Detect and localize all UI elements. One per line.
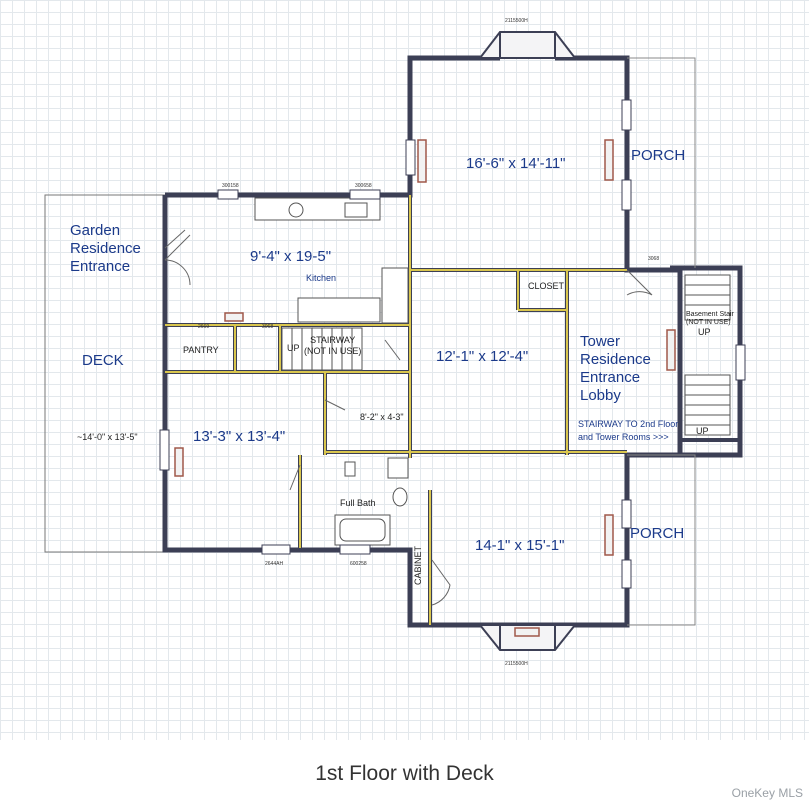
deck-dimensions: ~14'-0" x 13'-5" xyxy=(77,432,138,442)
svg-text:2644AH: 2644AH xyxy=(265,561,283,567)
stairway-label: STAIRWAY (NOT IN USE) xyxy=(304,335,361,357)
svg-text:600258: 600258 xyxy=(350,561,367,567)
bath-fixtures xyxy=(334,457,409,546)
porch-top-label: PORCH xyxy=(631,147,686,164)
stairway-treads xyxy=(281,327,363,371)
tower-lobby-line-3: Entrance xyxy=(580,369,641,386)
stairway-note: STAIRWAY TO 2nd Floor and Tower Rooms >>… xyxy=(578,418,678,444)
tower-lobby-label: Tower Residence Entrance Lobby xyxy=(580,333,651,405)
tower-stair-up-label-2: UP xyxy=(696,426,709,436)
tower-lobby-line-4: Lobby xyxy=(580,387,621,404)
tower-lobby-line-1: Tower xyxy=(580,333,621,350)
tower-lobby-line-2: Residence xyxy=(580,351,651,368)
listing-credit: OneKey MLS xyxy=(731,786,803,800)
basement-stair-line-1: Basement Stair xyxy=(686,311,734,318)
kitchen-counter xyxy=(254,197,409,324)
cabinet-label: CABINET xyxy=(413,545,423,585)
porch-bottom-label: PORCH xyxy=(630,525,685,542)
svg-text:3068: 3068 xyxy=(648,256,659,262)
svg-text:2115500H: 2115500H xyxy=(505,661,528,667)
deck-label: DECK xyxy=(82,352,124,369)
stairway-line-1: STAIRWAY xyxy=(310,335,356,345)
dimension-notes: 300158 300658 2115500H 2115500H 2644AH 6… xyxy=(198,18,659,667)
stairway-note-line-2: and Tower Rooms >>> xyxy=(578,432,669,442)
garden-entrance-line-1: Garden xyxy=(70,222,121,239)
svg-text:3068: 3068 xyxy=(262,324,273,330)
basement-stair-label: Basement Stair (NOT IN USE) xyxy=(686,311,734,327)
radiators xyxy=(174,139,676,637)
bay-window-top xyxy=(477,31,578,59)
porch-outlines xyxy=(627,57,696,626)
full-bath-label: Full Bath xyxy=(340,498,376,508)
windows xyxy=(159,99,746,589)
bay-window-bottom xyxy=(477,624,578,651)
stair-up-label: UP xyxy=(287,343,300,353)
stairway-note-line-1: STAIRWAY TO 2nd Floor xyxy=(578,419,679,429)
stairway-line-2: (NOT IN USE) xyxy=(304,346,362,356)
tower-stair-treads xyxy=(684,274,731,436)
top-room-dimensions: 16'-6" x 14'-11" xyxy=(466,155,566,172)
kitchen-label: Kitchen xyxy=(306,273,337,283)
floor-plan: 300158 300658 2115500H 2115500H 2644AH 6… xyxy=(44,18,746,667)
garden-entrance-line-2: Residence xyxy=(70,240,141,257)
basement-stair-line-2: (NOT IN USE) xyxy=(686,319,731,326)
small-bath-dimensions: 8'-2" x 4-3" xyxy=(360,412,404,422)
door-swings xyxy=(164,229,653,606)
svg-text:2669: 2669 xyxy=(198,324,209,330)
deck-outline xyxy=(44,194,165,553)
svg-text:300158: 300158 xyxy=(222,183,239,189)
plan-title: 1st Floor with Deck xyxy=(315,762,494,785)
kitchen-dimensions: 9'-4" x 19-5" xyxy=(250,248,332,265)
living-room-dimensions: 13'-3" x 13'-4" xyxy=(193,428,286,445)
garden-entrance-line-3: Entrance xyxy=(70,258,131,275)
center-room-dimensions: 12'-1" x 12'-4" xyxy=(436,348,529,365)
svg-text:300658: 300658 xyxy=(355,183,372,189)
tower-stair-up-label: UP xyxy=(698,327,711,337)
svg-text:2115500H: 2115500H xyxy=(505,18,528,24)
closet-label: CLOSET xyxy=(528,281,565,291)
bottom-room-dimensions: 14-1" x 15'-1" xyxy=(475,537,565,554)
garden-entrance-label: Garden Residence Entrance xyxy=(70,222,141,276)
interior-partitions-fill xyxy=(165,195,627,625)
pantry-label: PANTRY xyxy=(183,345,219,355)
